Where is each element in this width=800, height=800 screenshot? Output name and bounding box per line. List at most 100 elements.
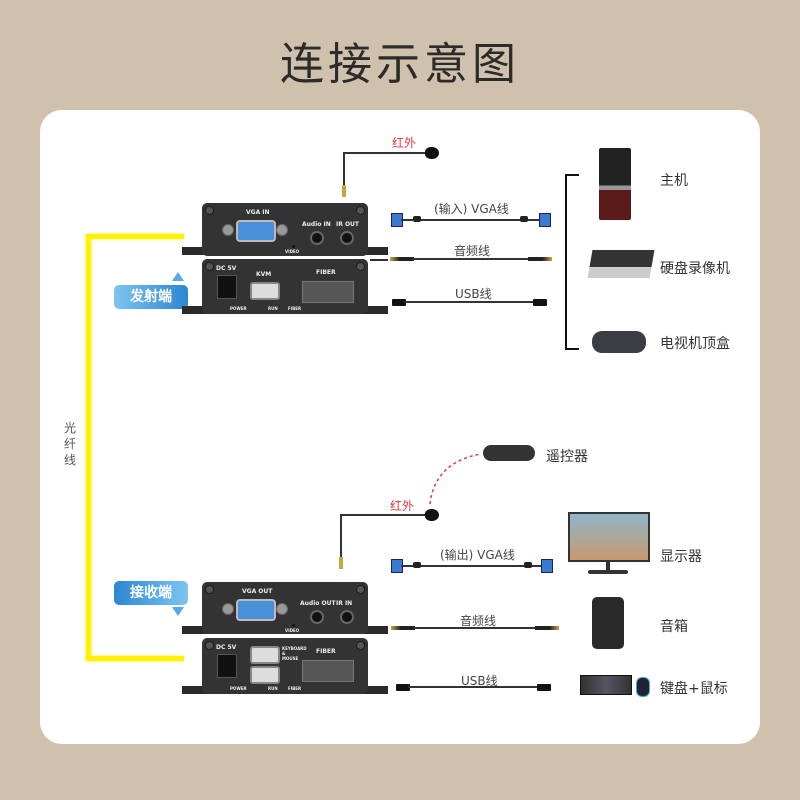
- port-label-ir: IR OUT: [336, 221, 360, 228]
- cable-label: USB线: [455, 287, 492, 301]
- cable-line: [401, 219, 541, 221]
- receiver-badge: 接收端: [114, 581, 188, 605]
- ir-cable: [340, 514, 428, 516]
- fiber-cable-bottom: [86, 656, 184, 661]
- fiber-cable-top: [86, 234, 184, 239]
- led-label-video: VIDEO: [285, 249, 300, 254]
- cable-label: (输入) VGA线: [434, 202, 509, 216]
- audio-jack: [310, 231, 324, 245]
- audio-plug-icon: [391, 626, 415, 630]
- ir-signal-dotted-line: [429, 453, 482, 505]
- device-label: 键盘+鼠标: [660, 681, 728, 697]
- arrow-up-icon: [172, 272, 184, 281]
- ferrite-icon: [413, 562, 421, 568]
- remote-label: 遥控器: [546, 449, 588, 465]
- port-label-dc: DC 5V: [216, 265, 237, 272]
- ir-cable: [343, 153, 345, 193]
- audio-plug-icon: [528, 257, 552, 261]
- screw-icon: [276, 224, 288, 236]
- transmitter-badge: 发射端: [114, 285, 188, 309]
- monitor-icon: [568, 512, 650, 562]
- usb-plug-icon: [537, 684, 551, 691]
- dc-power-port: [217, 654, 237, 678]
- audio-jack: [310, 610, 324, 624]
- ir-cable: [343, 152, 427, 154]
- ir-jack: [340, 231, 354, 245]
- mouse-icon: [636, 677, 650, 697]
- cable-label: (输出) VGA线: [440, 548, 515, 562]
- device-label: 硬盘录像机: [660, 261, 730, 277]
- page-title: 连接示意图: [280, 39, 520, 90]
- screw-icon: [205, 262, 214, 271]
- usb-port: [250, 666, 280, 684]
- fiber-label: 光纤线: [64, 421, 77, 467]
- port-label-audio: Audio IN: [302, 221, 331, 228]
- cable-line: [413, 627, 537, 629]
- led-label-run: RUN: [268, 686, 278, 691]
- remote-control-icon: [483, 445, 535, 461]
- vga-port: [236, 599, 276, 621]
- device-label: 电视机顶盒: [660, 336, 730, 352]
- ferrite-icon: [413, 216, 421, 222]
- usb-plug-icon: [533, 299, 547, 306]
- fiber-port: [302, 660, 354, 682]
- led-label-video: VIDEO: [285, 628, 300, 633]
- device-label: 音箱: [660, 619, 688, 635]
- led-label-fiber: FIBER: [288, 306, 302, 311]
- cable-line: [408, 686, 538, 688]
- ir-jack: [340, 610, 354, 624]
- screw-icon: [205, 641, 214, 650]
- led-indicator: [292, 245, 295, 248]
- vga-connector-icon: [541, 559, 553, 573]
- usb-plug-icon: [396, 684, 410, 691]
- keyboard-icon: [580, 675, 632, 695]
- transmitter-bottom-panel: DC 5V KVM FIBER POWER RUN FIBER: [202, 259, 368, 314]
- device-label: 主机: [660, 173, 688, 189]
- ir-plug: [342, 185, 346, 197]
- screw-icon: [356, 641, 365, 650]
- ir-label: 红外: [392, 136, 417, 150]
- screw-icon: [356, 585, 365, 594]
- port-label-usb: KVM: [256, 271, 272, 278]
- led-label-power: POWER: [230, 686, 247, 691]
- monitor-stand: [588, 570, 628, 574]
- arrow-down-icon: [172, 607, 184, 616]
- port-label-vga: VGA IN: [246, 209, 270, 216]
- device-group-bracket: [565, 174, 579, 350]
- screw-icon: [276, 603, 288, 615]
- screw-icon: [222, 603, 234, 615]
- led-indicator: [292, 624, 295, 627]
- port-label-fiber: FIBER: [316, 269, 336, 276]
- audio-plug-icon: [390, 257, 414, 261]
- screw-icon: [356, 206, 365, 215]
- fiber-port: [302, 281, 354, 303]
- cable-line: [404, 301, 534, 303]
- vga-connector-icon: [539, 213, 551, 227]
- monitor-neck: [606, 562, 610, 570]
- receiver-bottom-panel: DC 5V KEYBOARD & MOUSE FIBER POWER RUN F…: [202, 638, 368, 694]
- ir-sensor-icon: [425, 147, 439, 159]
- ferrite-icon: [520, 216, 528, 222]
- ir-sensor-icon: [425, 509, 439, 521]
- port-label-usb: KEYBOARD & MOUSE: [282, 646, 307, 661]
- screw-icon: [222, 224, 234, 236]
- usb-plug-icon: [392, 299, 406, 306]
- usb-port: [250, 646, 280, 664]
- diagram-card: [40, 110, 760, 744]
- led-label-run: RUN: [268, 306, 278, 311]
- set-top-box-icon: [592, 331, 646, 353]
- cable-line: [401, 565, 541, 567]
- cable-label: USB线: [461, 674, 498, 688]
- vga-port: [236, 220, 276, 242]
- connector-line: [370, 259, 388, 261]
- port-label-audio: Audio OUT: [300, 600, 336, 607]
- ir-cable: [340, 515, 342, 565]
- screw-icon: [205, 585, 214, 594]
- pc-tower-icon: [599, 148, 631, 220]
- device-label: 显示器: [660, 549, 702, 565]
- speaker-icon: [592, 597, 624, 649]
- nvr-icon: [587, 250, 655, 278]
- dc-power-port: [217, 275, 237, 299]
- ferrite-icon: [524, 562, 532, 568]
- led-label-power: POWER: [230, 306, 247, 311]
